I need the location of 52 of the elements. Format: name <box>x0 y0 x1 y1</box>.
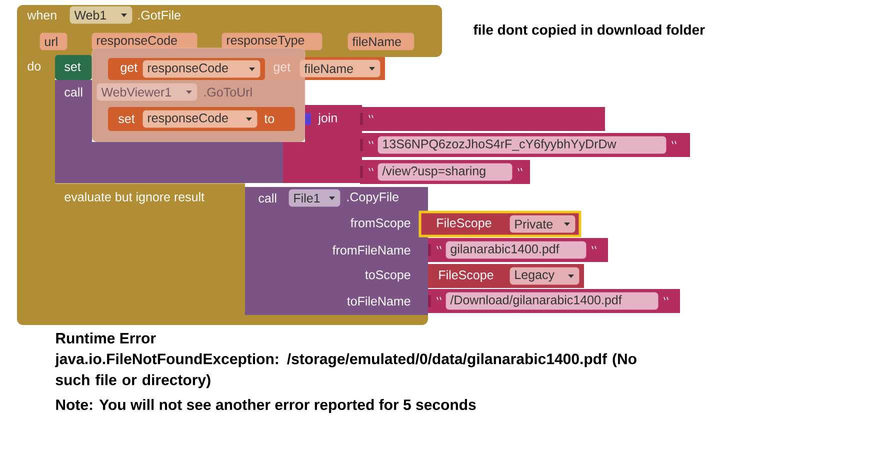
block-label: join <box>318 113 337 125</box>
method-call-block <box>245 187 428 315</box>
enum-block <box>418 210 582 238</box>
text-block <box>360 133 690 157</box>
text-field: /view?usp=sharing <box>378 163 512 181</box>
note-text: file dont copied in download folder <box>473 24 705 38</box>
text-block <box>360 160 530 184</box>
dropdown-field: Web1 <box>70 6 132 24</box>
parameter-field: url <box>40 32 68 50</box>
block-label: toFileName <box>347 296 410 306</box>
dropdown-field: fileName <box>300 60 380 78</box>
dropdown-field: File1 <box>288 189 340 207</box>
block-label: .CopyFile <box>347 192 398 204</box>
text-block <box>428 238 608 262</box>
dropdown-field: WebViewer1 <box>96 83 198 101</box>
block-label: evaluate but ignore result <box>64 192 204 204</box>
block-label: fromScope <box>350 218 410 230</box>
block-label: set <box>64 62 81 72</box>
block-label: do <box>28 61 41 71</box>
dropdown-field: Private <box>510 215 576 233</box>
dropdown-field: responseCode <box>142 110 258 128</box>
dropdown-field: Legacy <box>510 267 580 285</box>
statement-block <box>54 183 246 312</box>
block-label: when <box>27 10 56 20</box>
block-label: toScope <box>365 270 410 282</box>
enum-block <box>428 264 584 288</box>
block-label: call <box>258 193 276 203</box>
text-field: /Download/gilanarabic1400.pdf <box>446 292 658 310</box>
error-message: Note: You will not see another error reported for 5 seconds <box>56 399 476 413</box>
block-label: fromFileName <box>332 245 410 255</box>
text-field: gilanarabic1400.pdf <box>446 241 586 259</box>
block-label: get <box>120 64 138 74</box>
parameter-field: responseType <box>222 32 322 50</box>
block-label: to <box>264 114 274 124</box>
block-label: set <box>118 114 135 124</box>
error-message: Runtime Error <box>56 332 156 344</box>
setter-block <box>55 55 92 80</box>
setter-block <box>108 107 295 131</box>
block-label: .GoToUrl <box>204 87 252 97</box>
dropdown-field: responseCode <box>142 60 260 78</box>
error-message: java.io.FileNotFoundException: /storage/emulated/0/data/gilanarabic1400.pdf (No such file or directory) <box>54 353 636 388</box>
block-label: FileScope <box>437 218 492 230</box>
block-label: call <box>64 87 82 97</box>
text-block <box>428 289 680 313</box>
getter-block <box>108 58 265 80</box>
parameter-field: fileName <box>348 32 414 50</box>
getter-block <box>265 57 385 80</box>
block-label: .GotFile <box>138 10 180 20</box>
block-label: get <box>274 63 290 74</box>
text-block <box>360 107 605 131</box>
block-label: FileScope <box>439 270 494 282</box>
text-field: 13S6NPQ6zozJhoS4rF_cY6fyybhYyDrDw <box>378 136 666 154</box>
